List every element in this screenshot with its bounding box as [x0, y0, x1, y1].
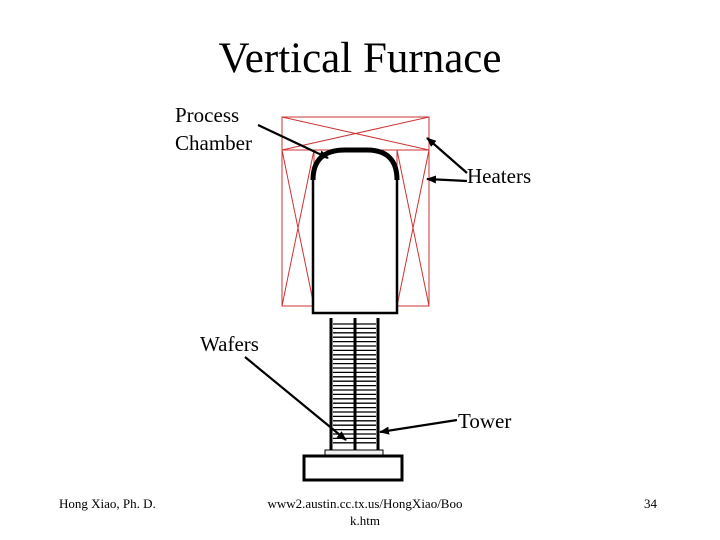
footer-author: Hong Xiao, Ph. D. [59, 496, 156, 511]
process-chamber [311, 148, 399, 315]
heater-left [281, 149, 315, 307]
wafer-stack [333, 323, 376, 444]
footer-url: www2.austin.cc.tx.us/HongXiao/Boo k.htm [267, 496, 463, 528]
heaters-arrow-top [426, 137, 468, 174]
page-number: 34 [644, 496, 657, 511]
wafers-label: Wafers [200, 332, 259, 356]
heaters-label: Heaters [467, 164, 532, 188]
wafer-tower [329, 318, 380, 452]
tower-label: Tower [458, 409, 512, 433]
process-chamber-dome [310, 147, 400, 181]
heater-right [396, 149, 430, 307]
heaters-arrow-side [426, 175, 468, 184]
heater-top [281, 116, 430, 151]
tower-base [302, 449, 404, 482]
process-chamber-label: Process Chamber [175, 103, 252, 155]
tower-arrow [379, 418, 458, 435]
wafers-arrow [244, 356, 347, 441]
process-chamber-arrow [257, 124, 329, 159]
slide-title: Vertical Furnace [218, 35, 502, 82]
